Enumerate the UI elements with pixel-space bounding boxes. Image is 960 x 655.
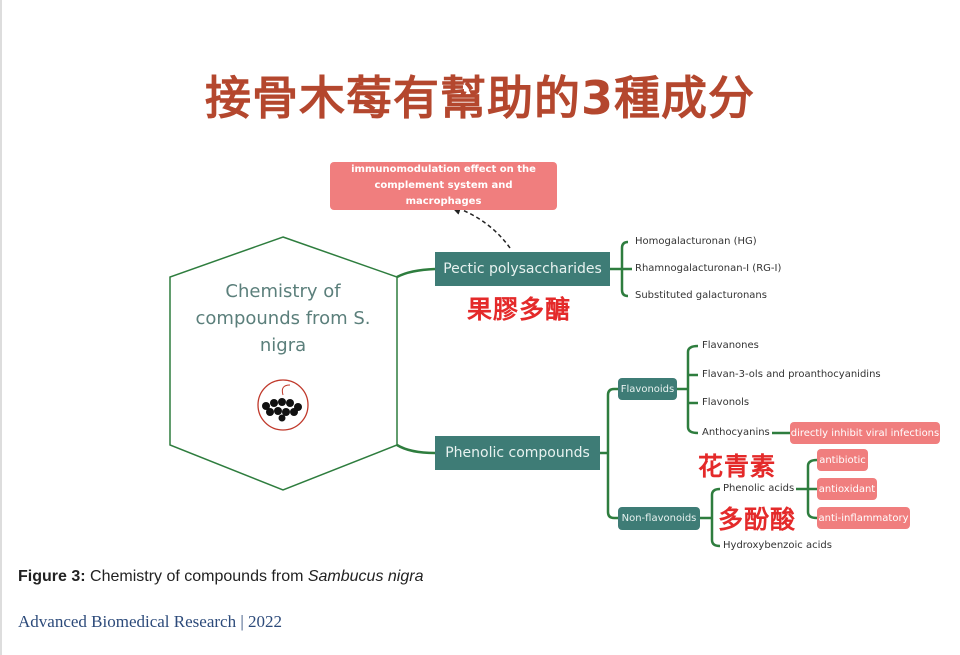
non-flavonoid-item: Hydroxybenzoic acids	[723, 540, 832, 551]
flavonoid-item: Flavonols	[702, 397, 750, 408]
non-flavonoids-node: Non-flavonoids	[618, 507, 700, 530]
antioxidant-box: antioxidant	[817, 478, 877, 500]
pectic-item: Rhamnogalacturonan-I (RG-I)	[635, 263, 782, 274]
anti-inflammatory-box: anti-inflammatory	[817, 507, 910, 529]
immunomodulation-effect-box: immunomodulation effect on the complemen…	[330, 162, 557, 210]
page-title: 接骨木莓有幫助的3種成分	[204, 71, 755, 125]
flavonoid-item: Anthocyanins	[702, 427, 770, 438]
flavonoids-node: Flavonoids	[618, 378, 677, 400]
flavonoid-item: Flavan-3-ols and proanthocyanidins	[702, 369, 881, 380]
journal-credit: Advanced Biomedical Research | 2022	[18, 612, 282, 631]
pectic-zh-label: 果膠多醣	[467, 295, 572, 324]
caption-species: Sambucus nigra	[307, 568, 424, 585]
elderberry-icon	[257, 379, 309, 431]
antiviral-effect-box: directly inhibit viral infections	[790, 422, 940, 444]
phenolic-acid-zh-label: 多酚酸	[718, 505, 797, 534]
pectic-polysaccharides-node: Pectic polysaccharides	[435, 252, 610, 286]
phenolic-compounds-node: Phenolic compounds	[435, 436, 600, 470]
pectic-item: Substituted galacturonans	[635, 290, 767, 301]
center-node-label: Chemistry of compounds from S. nigra	[195, 281, 371, 356]
antibiotic-box: antibiotic	[817, 449, 868, 471]
flavonoid-item: Flavanones	[702, 340, 759, 351]
non-flavonoid-item: Phenolic acids	[723, 483, 795, 494]
caption-label: Figure 3:	[18, 568, 86, 585]
anthocyanin-zh-label: 花青素	[698, 452, 777, 481]
pectic-item: Homogalacturonan (HG)	[635, 236, 757, 247]
left-border	[0, 0, 2, 655]
figure-caption: Figure 3: Chemistry of compounds from Sa…	[18, 568, 423, 586]
caption-text: Chemistry of compounds from	[85, 568, 308, 585]
center-hexagon	[169, 236, 398, 491]
